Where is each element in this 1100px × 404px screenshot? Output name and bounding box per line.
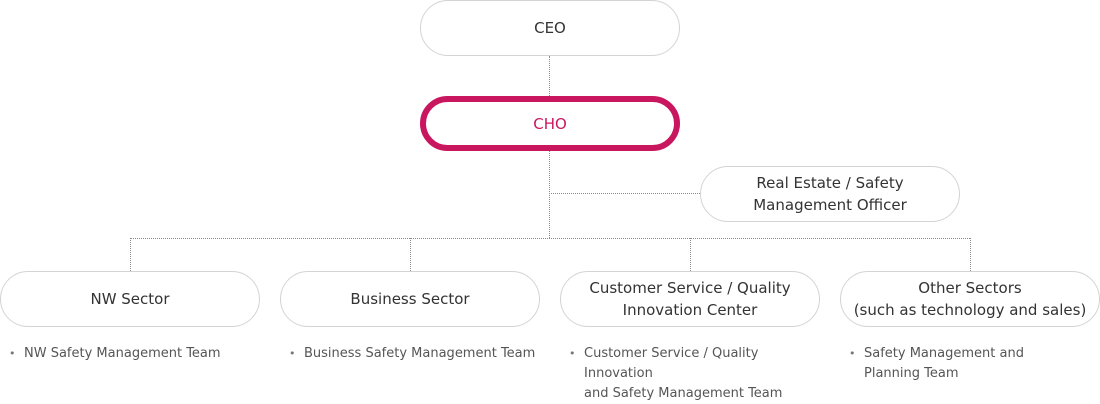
sector-other-node: Other Sectors (such as technology and sa… — [840, 271, 1100, 327]
team-nw-line1: NW Safety Management Team — [24, 346, 221, 361]
team-list-business: Business Safety Management Team — [287, 344, 537, 364]
safety-officer-node: Real Estate / Safety Management Officer — [700, 166, 960, 222]
team-customer-service-line1: Customer Service / Quality Innovation — [584, 346, 759, 381]
sector-business-node: Business Sector — [280, 271, 540, 327]
cho-label: CHO — [533, 114, 567, 133]
team-business-line1: Business Safety Management Team — [304, 346, 536, 361]
sector-customer-service-label-line2: Innovation Center — [622, 301, 758, 319]
team-customer-service-line2: and Safety Management Team — [584, 386, 783, 401]
team-item-customer-service: Customer Service / Quality Innovation an… — [567, 344, 827, 404]
connector-sectors-bus — [130, 238, 970, 239]
team-other-line1: Safety Management and — [864, 346, 1024, 361]
team-item-nw: NW Safety Management Team — [7, 344, 257, 364]
connector-sector-3 — [690, 238, 691, 271]
connector-sector-2 — [410, 238, 411, 271]
officer-label-line2: Management Officer — [753, 196, 907, 214]
officer-label-line1: Real Estate / Safety — [756, 174, 904, 192]
team-list-customer-service: Customer Service / Quality Innovation an… — [567, 344, 827, 404]
ceo-node: CEO — [420, 0, 680, 56]
connector-ceo-cho — [549, 56, 550, 96]
connector-officer-branch — [549, 193, 700, 194]
team-list-nw: NW Safety Management Team — [7, 344, 257, 364]
sector-other-label-line2: (such as technology and sales) — [853, 301, 1087, 319]
sector-customer-service-node: Customer Service / Quality Innovation Ce… — [560, 271, 820, 327]
team-other-line2: Planning Team — [864, 366, 959, 381]
team-list-other: Safety Management and Planning Team — [847, 344, 1097, 384]
connector-cho-trunk — [549, 151, 550, 238]
sector-nw-node: NW Sector — [0, 271, 260, 327]
sector-nw-label: NW Sector — [90, 290, 170, 308]
cho-node: CHO — [420, 96, 680, 151]
connector-sector-4 — [970, 238, 971, 271]
team-item-business: Business Safety Management Team — [287, 344, 537, 364]
team-item-other: Safety Management and Planning Team — [847, 344, 1097, 384]
sector-other-label-line1: Other Sectors — [918, 279, 1022, 297]
sector-business-label: Business Sector — [350, 290, 470, 308]
ceo-label: CEO — [534, 19, 566, 37]
connector-sector-1 — [130, 238, 131, 271]
sector-customer-service-label-line1: Customer Service / Quality — [589, 279, 791, 297]
